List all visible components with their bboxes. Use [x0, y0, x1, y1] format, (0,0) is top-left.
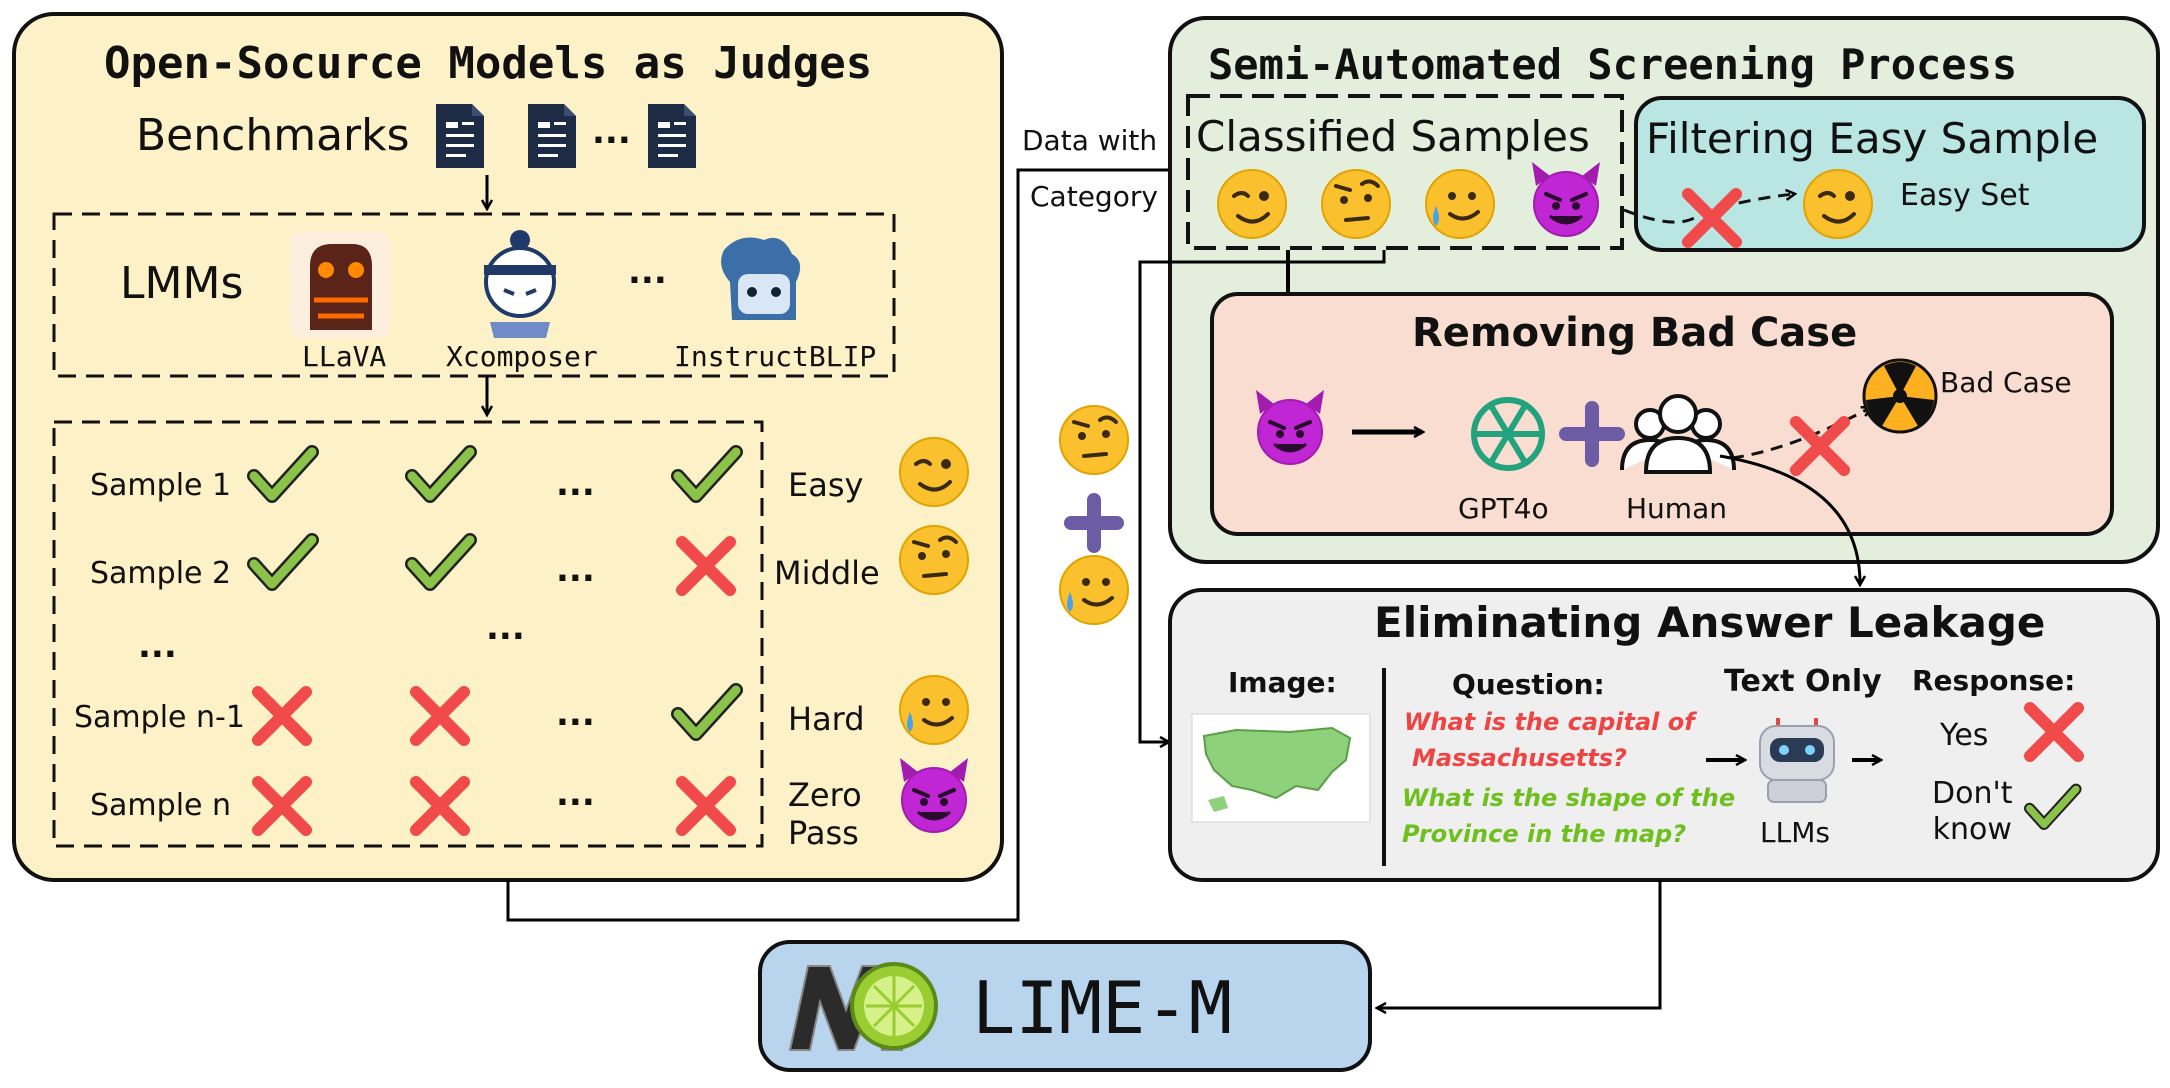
left-panel-title: Open-Socurce Models as Judges [104, 38, 873, 89]
gpt-label: GPT4o [1458, 492, 1549, 525]
devil-emoji [898, 756, 970, 834]
leakage-title: Eliminating Answer Leakage [1374, 598, 2046, 647]
dont-know-line: Don't [1932, 776, 2013, 811]
bad-case-title: Removing Bad Case [1412, 310, 1858, 356]
ellipsis: ... [556, 464, 595, 504]
lmms-label: LMMs [120, 258, 244, 309]
ellipsis: ... [556, 694, 595, 734]
robot-icon [1759, 718, 1835, 803]
screening-title: Semi-Automated Screening Process [1208, 40, 2018, 89]
human-label: Human [1626, 492, 1727, 525]
category-label: Category [1030, 180, 1158, 213]
sample-label: Sample n-1 [74, 700, 245, 735]
question-1-line: What is the capital of [1404, 708, 1695, 736]
wink-emoji [898, 436, 970, 508]
human-icon [1620, 394, 1736, 474]
lime-m-logo [788, 962, 938, 1051]
sweat-smile-emoji [1424, 168, 1496, 240]
radioactive-icon [1862, 358, 1938, 434]
ellipsis: ... [138, 626, 177, 666]
zero-pass-line: Zero [788, 776, 862, 814]
question-2: What is the shape of the Province in the… [1402, 780, 1735, 852]
question-label: Question: [1452, 668, 1605, 701]
zero-pass-line: Pass [788, 814, 859, 852]
model-label-instructblip: InstructBLIP [674, 340, 877, 373]
data-with-label: Data with [1022, 124, 1158, 157]
samples-box [52, 420, 764, 848]
document-icon [528, 104, 576, 168]
dashed-arrow [1731, 408, 1870, 460]
sweat-smile-emoji [898, 674, 970, 746]
raised-eyebrow-emoji [1058, 404, 1130, 476]
dont-know-line: know [1932, 812, 2012, 847]
devil-emoji [1530, 160, 1602, 238]
arrow [1138, 250, 1386, 742]
question-2-line: What is the shape of the [1402, 784, 1736, 812]
ellipsis: ... [486, 608, 525, 648]
question-1-line: Massachusetts? [1412, 744, 1627, 772]
difficulty-easy: Easy [788, 466, 864, 504]
difficulty-middle: Middle [774, 554, 880, 592]
ellipsis: ... [556, 550, 595, 590]
wink-emoji [1216, 168, 1288, 240]
easy-set-label: Easy Set [1900, 178, 2030, 213]
sample-label: Sample 2 [90, 556, 232, 591]
question-1: What is the capital of Massachusetts? [1404, 704, 1695, 776]
lime-m-title: LIME-M [972, 966, 1233, 1050]
raised-eyebrow-emoji [898, 524, 970, 596]
bad-case-label: Bad Case [1940, 366, 2072, 399]
plus-icon [1064, 493, 1124, 553]
document-icon [648, 104, 696, 168]
ellipsis: ... [592, 112, 631, 152]
sample-label: Sample 1 [90, 468, 232, 503]
xcomposer-icon [484, 230, 556, 338]
ellipsis: ... [628, 252, 667, 292]
llava-icon [290, 232, 390, 338]
plus-icon [1559, 401, 1625, 467]
llms-label: LLMs [1760, 816, 1830, 849]
benchmarks-label: Benchmarks [136, 110, 410, 161]
sweat-smile-emoji [1058, 554, 1130, 626]
dont-know-label: Don't know [1932, 776, 2012, 848]
wink-emoji [1802, 168, 1874, 240]
leakage-panel [1168, 588, 2160, 882]
filtering-box [1634, 96, 2146, 252]
difficulty-hard: Hard [788, 700, 865, 738]
text-only-label: Text Only [1724, 664, 1882, 699]
yes-label: Yes [1940, 718, 1989, 753]
connector-arrow [506, 170, 1180, 922]
classified-title: Classified Samples [1196, 112, 1590, 161]
difficulty-zero-pass: Zero Pass [788, 776, 862, 852]
arrow [1719, 454, 1860, 584]
gpt-icon [1471, 397, 1545, 471]
response-label: Response: [1912, 664, 2076, 697]
dashed-arrow [1623, 194, 1794, 224]
raised-eyebrow-emoji [1320, 168, 1392, 240]
image-label: Image: [1228, 666, 1337, 699]
document-icon [436, 104, 484, 168]
classified-samples-box [1186, 94, 1624, 250]
ellipsis: ... [556, 774, 595, 814]
arrow [1378, 880, 1662, 1008]
filtering-title: Filtering Easy Sample [1646, 114, 2099, 163]
lmms-box [52, 212, 896, 378]
us-map-image [1191, 713, 1371, 823]
question-2-line: Province in the map? [1402, 820, 1687, 848]
model-label-xcomposer: Xcomposer [446, 340, 598, 373]
instructblip-icon [721, 237, 801, 320]
devil-emoji [1254, 388, 1326, 466]
model-label-llava: LLaVA [302, 340, 387, 373]
sample-label: Sample n [90, 788, 232, 823]
